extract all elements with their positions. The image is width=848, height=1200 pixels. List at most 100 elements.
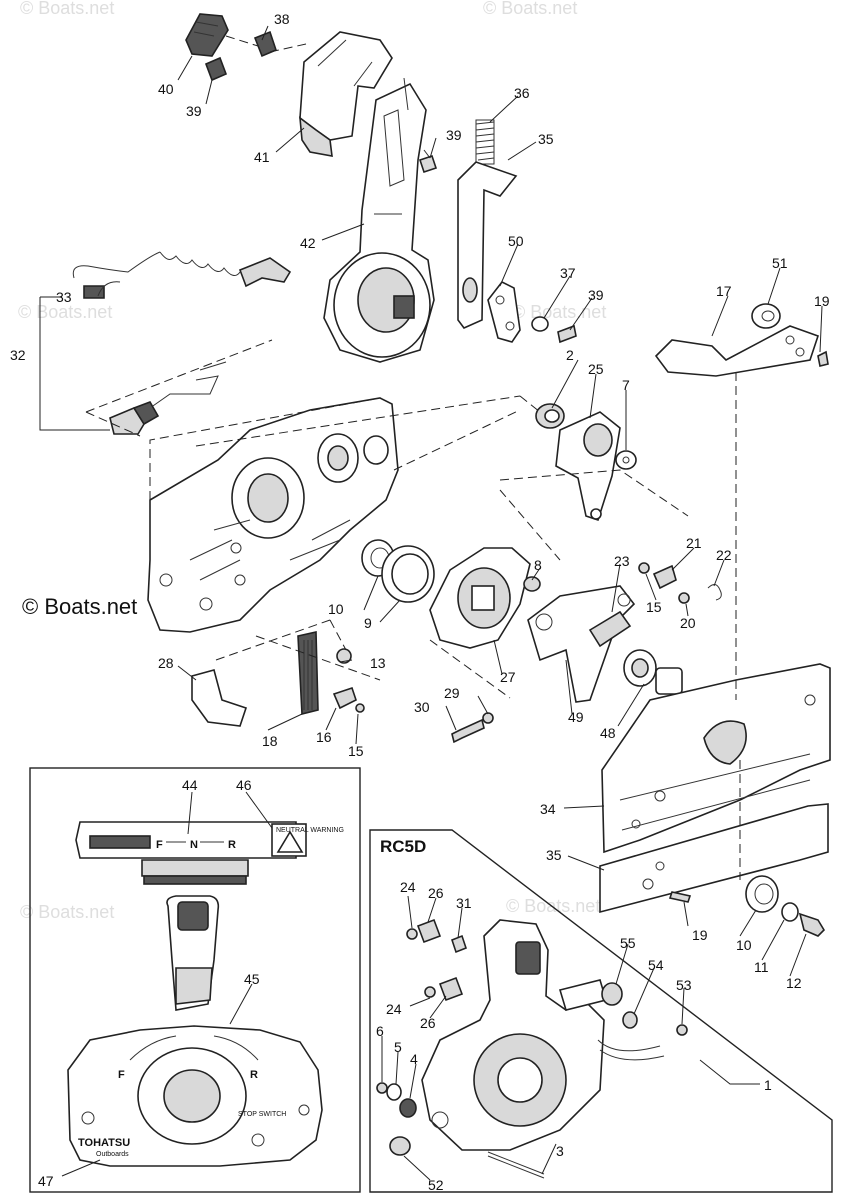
label-40: 40	[158, 81, 174, 97]
label-10-right: 10	[736, 937, 752, 953]
clip-21	[652, 564, 677, 590]
label-30: 30	[414, 699, 430, 715]
clip-26-a	[416, 918, 442, 944]
watermark-left: © Boats.net	[18, 302, 112, 322]
ring-2	[535, 403, 565, 429]
label-18: 18	[262, 733, 278, 749]
label-7: 7	[622, 377, 630, 393]
label-42: 42	[300, 235, 316, 251]
svg-text:STOP SWITCH: STOP SWITCH	[238, 1111, 286, 1118]
watermark-center: © Boats.net	[512, 302, 606, 322]
washer-20	[678, 592, 690, 604]
label-26-mid: 26	[420, 1015, 436, 1031]
lever-arm-36	[457, 161, 518, 329]
label-9: 9	[364, 615, 372, 631]
bolt-15-right	[638, 562, 650, 574]
label-5: 5	[394, 1039, 402, 1055]
bolt-3	[487, 1151, 545, 1179]
collar-10-right	[745, 875, 779, 913]
inset-side-view	[29, 767, 361, 1193]
svg-text:R: R	[228, 839, 236, 851]
control-body-side: F R STOP SWITCH TOHATSU Outboards	[67, 1025, 323, 1167]
screw-6	[376, 1082, 388, 1094]
switch-48	[623, 649, 683, 695]
label-31: 31	[456, 895, 472, 911]
nut-29	[482, 712, 494, 724]
spring-22	[707, 584, 722, 601]
mount-plate-35	[599, 803, 829, 914]
cam-25	[555, 411, 621, 522]
label-49: 49	[568, 709, 584, 725]
label-51: 50	[508, 233, 524, 249]
screw-19	[817, 350, 829, 367]
inset-rc5d	[369, 829, 833, 1193]
label-44: 44	[182, 777, 198, 793]
label-24-top: 24	[400, 879, 416, 895]
label-28: 28	[158, 655, 174, 671]
watermark-main: © Boats.net	[22, 594, 137, 619]
label-15-right: 15	[646, 599, 662, 615]
washer-11	[781, 902, 799, 922]
label-41: 41	[254, 149, 270, 165]
label-24-mid: 24	[386, 1001, 402, 1017]
lanyard-33	[72, 251, 292, 299]
stop-switch-32	[109, 361, 227, 435]
label-55: 55	[620, 935, 636, 951]
mount-plate-34	[601, 663, 831, 854]
label-53: 53	[676, 977, 692, 993]
bolt-15-left	[355, 703, 365, 713]
insert-43-top	[253, 30, 277, 58]
bolt-39-top	[418, 149, 438, 174]
part-labels: 38 40 39 41 42 39 36 35 50 37 39 33 32 2…	[10, 11, 830, 1193]
label-50: 51	[772, 255, 788, 271]
screw-17	[668, 891, 692, 903]
washer-5	[386, 1083, 402, 1101]
svg-text:F: F	[156, 839, 163, 851]
label-27: 27	[500, 669, 516, 685]
label-20: 20	[680, 615, 696, 631]
control-unit-rc5d	[421, 919, 608, 1151]
bolt-12	[798, 912, 826, 937]
label-10-left: 10	[328, 601, 344, 617]
clip-26-b	[438, 976, 464, 1002]
bushing-24-b	[424, 986, 436, 998]
label-12: 12	[786, 975, 802, 991]
label-22: 22	[716, 547, 732, 563]
label-46: 46	[236, 777, 252, 793]
label-36: 35	[538, 131, 554, 147]
label-13: 13	[370, 655, 386, 671]
label-17: 19	[692, 927, 708, 943]
label-47: 47	[38, 1173, 54, 1189]
label-6: 6	[376, 1023, 384, 1039]
insert-43-bottom	[204, 56, 228, 82]
handle-cover-41	[299, 31, 393, 157]
label-15-left: 15	[348, 743, 364, 759]
cable-pedal-14	[654, 325, 820, 377]
nut-53	[676, 1024, 688, 1036]
leader-lines	[61, 25, 823, 1181]
control-handle-side	[166, 895, 220, 1011]
svg-text:F: F	[118, 1069, 125, 1081]
label-43-top: 38	[274, 11, 290, 27]
grip-cover-40	[185, 13, 229, 57]
label-39-right: 39	[588, 287, 604, 303]
svg-text:R: R	[250, 1069, 258, 1081]
label-16: 16	[316, 729, 332, 745]
bushing-4	[399, 1098, 417, 1118]
label-26-top: 26	[428, 885, 444, 901]
cap-55	[601, 982, 623, 1006]
washer-8	[523, 576, 541, 592]
label-37: 36	[514, 85, 530, 101]
detent-18	[297, 631, 319, 716]
label-38: 37	[560, 265, 576, 281]
ring-9	[381, 545, 435, 603]
watermark-bottom-left: © Boats.net	[20, 902, 114, 922]
watermark-top-left: © Boats.net	[20, 0, 114, 18]
ball-13	[336, 648, 352, 664]
label-21: 21	[686, 535, 702, 551]
label-33: 33	[56, 289, 72, 305]
gear-27	[429, 547, 531, 649]
warning-label-46: NEUTRAL WARNING	[271, 823, 344, 857]
bolt-39-right	[557, 324, 577, 344]
